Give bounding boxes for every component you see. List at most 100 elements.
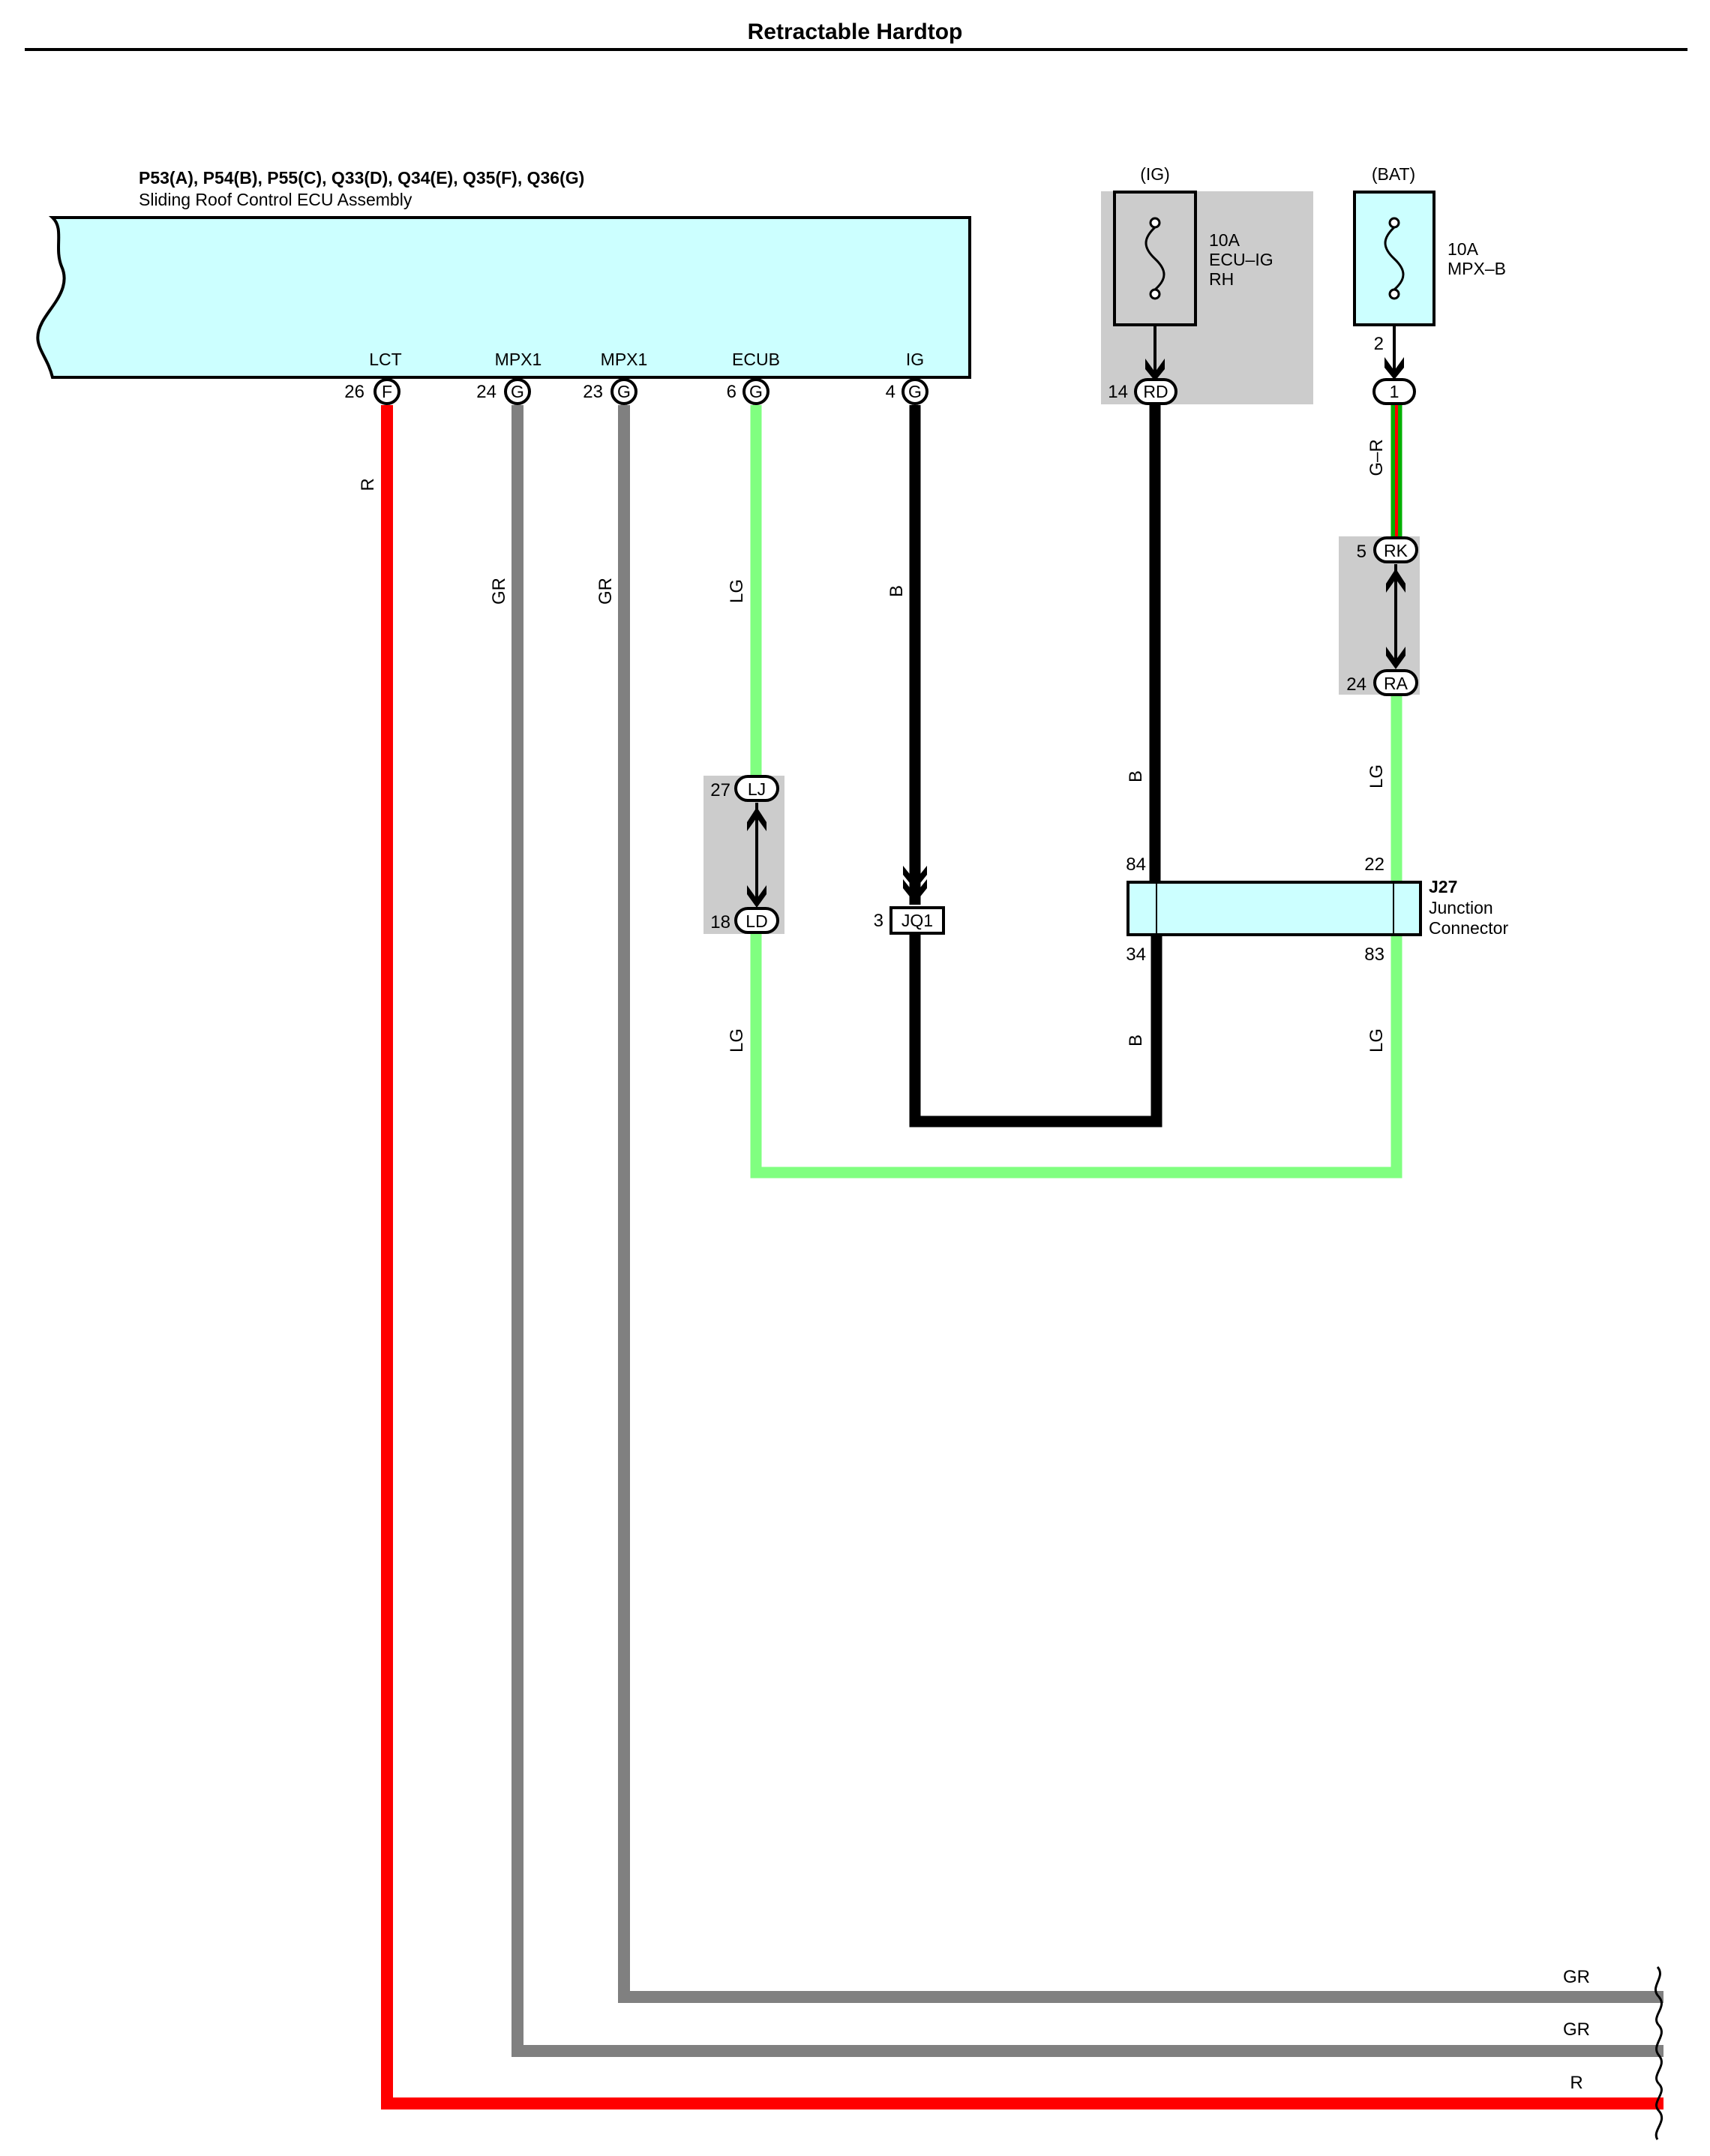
connector-pin: 14 [1108,382,1128,402]
wire-label-fuse-ig-lower: B [1126,1034,1146,1046]
wire-label-mpx1-23: GR [596,578,616,605]
connector-ra: 24 RA [1346,669,1418,696]
fuse-icon [1384,217,1405,300]
wire-label-lct: R [358,478,378,491]
connector-pin: 5 [1357,542,1366,562]
terminal-pin-6: 6 [727,382,736,402]
connector-pin: 3 [874,911,884,931]
terminal-label-ecub: ECUB [732,350,780,369]
connector-pill [1134,378,1178,405]
wire-label-mpx1-24: GR [489,578,509,605]
chevron-up-icon [1386,569,1406,593]
wire-break-icon [1655,2025,1663,2085]
connector-code: JQ1 [902,911,933,930]
chevron-down-icon [747,885,766,908]
chevron-down-icon [903,866,927,890]
terminal-code: G [908,382,922,401]
terminal-label-lct: LCT [369,350,401,369]
wire-label-ig: B [886,585,907,597]
chevron-up-icon [747,807,766,831]
fuse-icon [1144,217,1166,300]
terminal-pin-26: 26 [344,382,364,402]
wire-label-bottom-gr-2: GR [1563,2019,1590,2040]
terminal-mpx1-24: 24 G [476,378,531,405]
connector-code: RA [1384,674,1408,693]
connector-pin: 24 [1346,674,1366,695]
wire-jq1-black [909,934,1162,1128]
junction-pin-22: 22 [1364,854,1384,875]
fuse-bat-pin-top: 2 [1374,334,1384,354]
fuse-ig-source: (IG) [1140,164,1170,184]
connector-rk: 5 RK [1357,536,1418,563]
junction-pin-34: 34 [1126,944,1146,965]
connector-pin: 18 [710,912,730,932]
connector-pill [1373,669,1418,696]
junction-name: Junction [1429,898,1493,917]
page-title: Retractable Hardtop [748,20,963,44]
connector-lj: 27 LJ [710,775,779,802]
wire-mpx1-24-gray [512,405,1664,2057]
junction-pin-84: 84 [1126,854,1146,875]
terminal-ig: 4 G [886,378,928,405]
connector-jq1: 3 JQ1 [874,906,945,935]
junction-pin-83: 83 [1364,944,1384,965]
connector-code: RK [1384,541,1408,560]
junction-connector-box [1126,881,1422,936]
connector-ld: 18 LD [710,907,779,934]
terminal-pin-24: 24 [476,382,496,402]
fuse-bat-name: MPX–B [1448,259,1506,278]
fuse-ig-name-2: RH [1209,269,1234,289]
connector-pill [1373,536,1418,563]
connector-code: RD [1143,382,1168,401]
wire-break-icon [1654,1966,1663,2027]
connector-code: 1 [1390,382,1400,401]
chevron-down-icon [1386,647,1406,669]
terminal-circle [742,378,770,405]
terminal-code: G [511,382,524,401]
wire-label-ecub-upper: LG [727,579,747,603]
fuse-bat-source: (BAT) [1372,164,1415,184]
terminal-lct: 26 F [344,378,400,405]
connector-pill [1372,378,1416,405]
terminal-code: G [749,382,763,401]
junction-id: J27 [1429,877,1457,896]
fuse-ig-arrow-icon [1145,359,1165,381]
wire-label-bat-lower: LG [1366,1028,1387,1052]
terminal-code: F [382,382,392,401]
ecu-name: Sliding Roof Control ECU Assembly [139,190,412,209]
wire-break-icon [1654,2082,1664,2140]
terminal-mpx1-23: 23 G [583,378,638,405]
terminal-pin-4: 4 [886,382,896,402]
fuse-ig-name: ECU–IG [1209,250,1274,269]
terminal-circle [374,378,400,405]
terminal-code: G [617,382,631,401]
connector-pill [734,775,779,802]
wire-label-ecub-lower: LG [727,1028,747,1052]
connector-code: LD [746,911,767,931]
junction-name-2: Connector [1429,918,1508,938]
terminal-label-mpx1-23: MPX1 [601,350,648,369]
ecu-assembly-box [36,216,971,379]
wire-label-fuse-ig-upper: B [1126,770,1146,782]
connector-box [890,906,945,935]
chevron-down-icon [903,879,927,903]
fuse-ig-rating: 10A [1209,230,1240,250]
wire-label-bottom-gr-1: GR [1563,1967,1590,1987]
connector-rd: 14 RD [1108,378,1178,405]
terminal-label-mpx1-24: MPX1 [495,350,542,369]
fuse-bat-rating: 10A [1448,239,1479,259]
connector-pin: 27 [710,780,730,800]
terminal-circle [902,378,928,405]
wire-lct-red [381,405,1664,2109]
terminal-circle [610,378,638,405]
connector-1: 1 [1372,378,1416,405]
wire-mpx1-23-gray [618,405,1664,2003]
terminal-ecub: 6 G [727,378,770,405]
fuse-bat-arrow-icon [1384,357,1404,380]
wire-label-bat-upper: G–R [1366,439,1387,476]
wire-ecub-lower [750,933,1402,1179]
connector-pill [734,907,779,934]
terminal-label-ig: IG [906,350,924,369]
wire-label-bat-mid: LG [1366,764,1387,788]
